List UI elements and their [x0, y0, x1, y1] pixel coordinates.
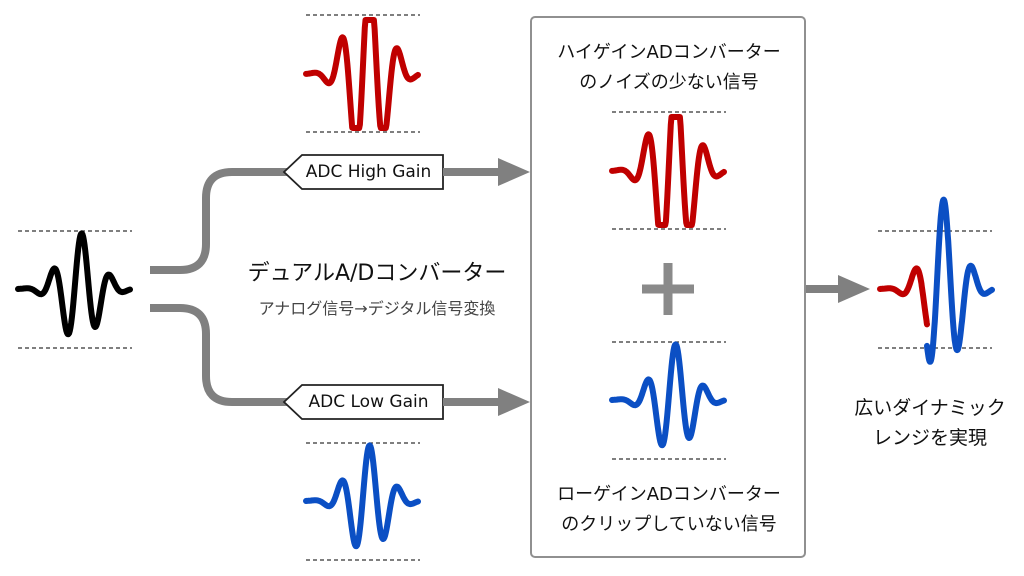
clipped-wave-icon	[609, 114, 727, 228]
adc-low-gain-label: ADC Low Gain	[308, 392, 429, 412]
box-low-gain-signal	[609, 341, 727, 460]
output-caption-line2: レンジを実現	[872, 427, 987, 449]
diagram-subtitle: アナログ信号→デジタル信号変換	[258, 299, 496, 318]
plus-icon	[642, 263, 694, 315]
adc-high-gain-label: ADC High Gain	[305, 162, 432, 182]
low-gain-signal	[303, 442, 421, 561]
input-signal	[15, 230, 133, 349]
arrow-right-icon	[498, 158, 530, 186]
high-gain-signal	[303, 14, 421, 133]
clipped-wave-icon	[303, 17, 421, 131]
output-signal	[877, 196, 995, 365]
combine-box	[530, 16, 806, 558]
arrow-right-icon	[838, 275, 870, 303]
box-high-gain-signal	[609, 111, 727, 230]
output-caption: 広いダイナミック レンジを実現	[835, 393, 1024, 453]
high-gain-caption: ハイゲインADコンバーター のノイズの少ない信号	[535, 38, 803, 98]
signal-split	[150, 168, 290, 406]
adc-high-gain-block	[282, 154, 530, 190]
output-arrow	[806, 275, 870, 303]
adc-low-gain-block	[282, 384, 530, 420]
arrow-right-icon	[498, 388, 530, 416]
input-wave-icon	[15, 230, 133, 338]
sine-wave-icon	[303, 442, 421, 550]
low-gain-caption: ローゲインADコンバーター のクリップしていない信号	[535, 480, 803, 540]
output-caption-line1: 広いダイナミック	[854, 397, 1006, 419]
low-gain-caption-line1: ローゲインADコンバーター	[557, 484, 781, 505]
low-gain-caption-line2: のクリップしていない信号	[561, 514, 777, 535]
high-gain-caption-line2: のノイズの少ない信号	[579, 72, 759, 93]
diagram-title: デュアルA/Dコンバーター	[247, 261, 507, 286]
sine-wave-icon	[609, 341, 727, 449]
high-gain-caption-line1: ハイゲインADコンバーター	[557, 42, 781, 63]
